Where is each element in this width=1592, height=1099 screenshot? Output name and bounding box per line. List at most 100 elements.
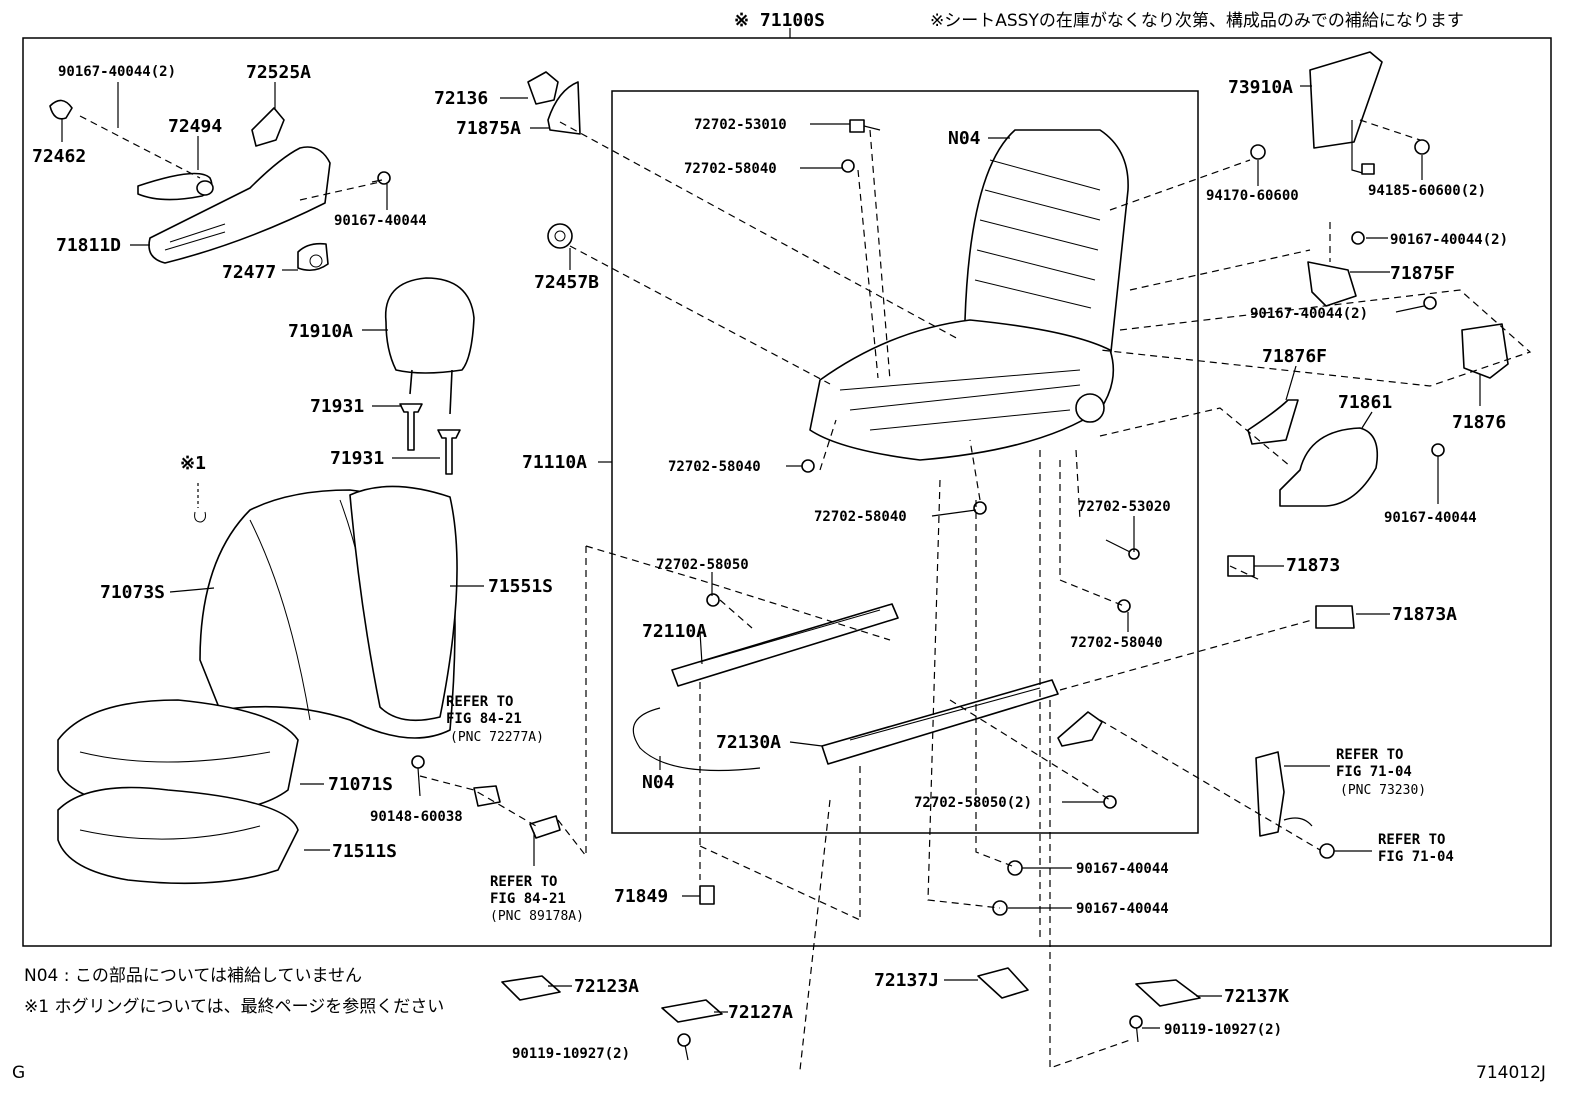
label-72462[interactable]: 72462 <box>32 146 86 167</box>
label-71873A[interactable]: 71873A <box>1392 604 1457 625</box>
label-71876F[interactable]: 71876F <box>1262 346 1327 367</box>
clip-94185-drawing <box>1414 139 1430 155</box>
label-71861[interactable]: 71861 <box>1338 392 1392 413</box>
label-72130A[interactable]: 72130A <box>716 732 781 753</box>
screw-90119-drawing-b <box>1129 1015 1143 1043</box>
label-72702-58040-d[interactable]: 72702-58040 <box>1070 635 1163 651</box>
label-90148-60038[interactable]: 90148-60038 <box>370 809 463 825</box>
label-90167-40044-2b[interactable]: 90167-40044(2) <box>1390 232 1508 248</box>
bolt-90167-drawing-b <box>1351 231 1365 245</box>
label-71931-a[interactable]: 71931 <box>310 396 364 417</box>
label-72494[interactable]: 72494 <box>168 116 222 137</box>
clip-72525A-drawing <box>251 107 285 147</box>
label-90167-40044-c[interactable]: 90167-40044 <box>1076 861 1169 877</box>
bolt-90167-drawing-c <box>1423 296 1437 310</box>
bolt-72702-53010-drawing <box>849 119 881 133</box>
connector-72277A-drawing <box>473 785 501 807</box>
label-72702-53010[interactable]: 72702-53010 <box>694 117 787 133</box>
label-hog-ring-mark[interactable]: ※1 <box>180 453 206 474</box>
cover-72137J-drawing <box>977 967 1029 999</box>
label-72477[interactable]: 72477 <box>222 262 276 283</box>
label-90167-40044-2a[interactable]: 90167-40044(2) <box>58 64 176 80</box>
label-72702-58050-2[interactable]: 72702-58050(2) <box>914 795 1032 811</box>
label-72702-58040-a[interactable]: 72702-58040 <box>684 161 777 177</box>
ref-71-04-b-line1[interactable]: REFER TO <box>1378 832 1445 848</box>
cover-71876F-drawing <box>1247 399 1299 445</box>
bolt-90167-drawing-d <box>1431 443 1445 457</box>
cap-72462-drawing <box>49 99 73 120</box>
label-72137K[interactable]: 72137K <box>1224 986 1289 1007</box>
ref-71-04-a-line1[interactable]: REFER TO <box>1336 747 1403 763</box>
label-71811D[interactable]: 71811D <box>56 235 121 256</box>
label-72127A[interactable]: 72127A <box>728 1002 793 1023</box>
label-N04-wire[interactable]: N04 <box>642 772 675 793</box>
cushion-pad-71511S-drawing <box>57 786 299 885</box>
label-90119-10927-2a[interactable]: 90119-10927(2) <box>512 1046 630 1062</box>
bolt-90167-drawing-e <box>1007 860 1023 876</box>
label-71110A[interactable]: 71110A <box>522 452 587 473</box>
clip-94170-drawing <box>1250 144 1266 160</box>
label-72123A[interactable]: 72123A <box>574 976 639 997</box>
label-90119-10927-2b[interactable]: 90119-10927(2) <box>1164 1022 1282 1038</box>
label-71876[interactable]: 71876 <box>1452 412 1506 433</box>
label-90167-40044-a[interactable]: 90167-40044 <box>334 213 427 229</box>
label-71875F[interactable]: 71875F <box>1390 263 1455 284</box>
guide-71931-drawing-a <box>399 403 423 451</box>
hog-ring-drawing <box>194 483 206 523</box>
bolt-72702-58040-drawing-d <box>1117 599 1131 613</box>
label-71931-b[interactable]: 71931 <box>330 448 384 469</box>
ref-84-21-b-line1[interactable]: REFER TO <box>490 874 557 890</box>
label-71910A[interactable]: 71910A <box>288 321 353 342</box>
note-hog-ring: ※1 ホグリングについては、最終ページを参照ください <box>24 997 444 1017</box>
label-71511S[interactable]: 71511S <box>332 841 397 862</box>
label-72702-58040-b[interactable]: 72702-58040 <box>668 459 761 475</box>
label-72702-58040-c[interactable]: 72702-58040 <box>814 509 907 525</box>
label-90167-40044-b[interactable]: 90167-40044 <box>1384 510 1477 526</box>
leader-lines <box>61 82 1481 1029</box>
bracket-72136-drawing <box>527 71 559 105</box>
ref-84-21-a-line1[interactable]: REFER TO <box>446 694 513 710</box>
dashed-alignment-lines <box>79 115 1532 1071</box>
bolt-90167-drawing-a <box>371 171 391 185</box>
label-71551S[interactable]: 71551S <box>488 576 553 597</box>
assembly-number: ※ 71100S <box>734 10 825 31</box>
seat-frame-N04-drawing <box>809 129 1129 461</box>
ref-84-21-b-line2[interactable]: FIG 84-21 <box>490 891 566 907</box>
label-72525A[interactable]: 72525A <box>246 62 311 83</box>
label-72136[interactable]: 72136 <box>434 88 488 109</box>
wire-N04-drawing <box>632 707 761 772</box>
bracket-71875F-drawing <box>1307 261 1357 307</box>
ref-71-04-b-line2[interactable]: FIG 71-04 <box>1378 849 1454 865</box>
label-72702-53020[interactable]: 72702-53020 <box>1078 499 1171 515</box>
label-73910A[interactable]: 73910A <box>1228 77 1293 98</box>
cover-71861-drawing <box>1279 427 1379 507</box>
label-72110A[interactable]: 72110A <box>642 621 707 642</box>
bolt-72702-58040-drawing-c <box>973 501 987 515</box>
label-71875A[interactable]: 71875A <box>456 118 521 139</box>
nut-fig71-drawing <box>1319 843 1335 859</box>
outer-frame <box>22 37 1552 947</box>
ref-71-04-a-line2[interactable]: FIG 71-04 <box>1336 764 1412 780</box>
knob-72494-drawing <box>137 172 214 201</box>
corner-letter: G <box>12 1063 25 1083</box>
label-94170-60600[interactable]: 94170-60600 <box>1206 188 1299 204</box>
label-72137J[interactable]: 72137J <box>874 970 939 991</box>
label-72457B[interactable]: 72457B <box>534 272 599 293</box>
label-71073S[interactable]: 71073S <box>100 582 165 603</box>
seatback-pad-71551S-drawing <box>349 485 458 722</box>
bracket-71876-drawing <box>1461 323 1509 379</box>
label-72702-58050[interactable]: 72702-58050 <box>656 557 749 573</box>
figure-code: 714012J <box>1476 1063 1546 1083</box>
label-90167-40044-d[interactable]: 90167-40044 <box>1076 901 1169 917</box>
label-94185-60600-2[interactable]: 94185-60600(2) <box>1368 183 1486 199</box>
label-71849[interactable]: 71849 <box>614 886 668 907</box>
label-90167-40044-2c[interactable]: 90167-40044(2) <box>1250 306 1368 322</box>
screw-90148-drawing <box>411 755 425 769</box>
ref-84-21-a-line2[interactable]: FIG 84-21 <box>446 711 522 727</box>
cover-72123A-drawing <box>501 975 561 1001</box>
bolt-72702-58050-drawing <box>706 593 720 607</box>
label-N04-frame[interactable]: N04 <box>948 128 981 149</box>
bracket-72477-drawing <box>297 242 329 272</box>
label-71071S[interactable]: 71071S <box>328 774 393 795</box>
label-71873[interactable]: 71873 <box>1286 555 1340 576</box>
